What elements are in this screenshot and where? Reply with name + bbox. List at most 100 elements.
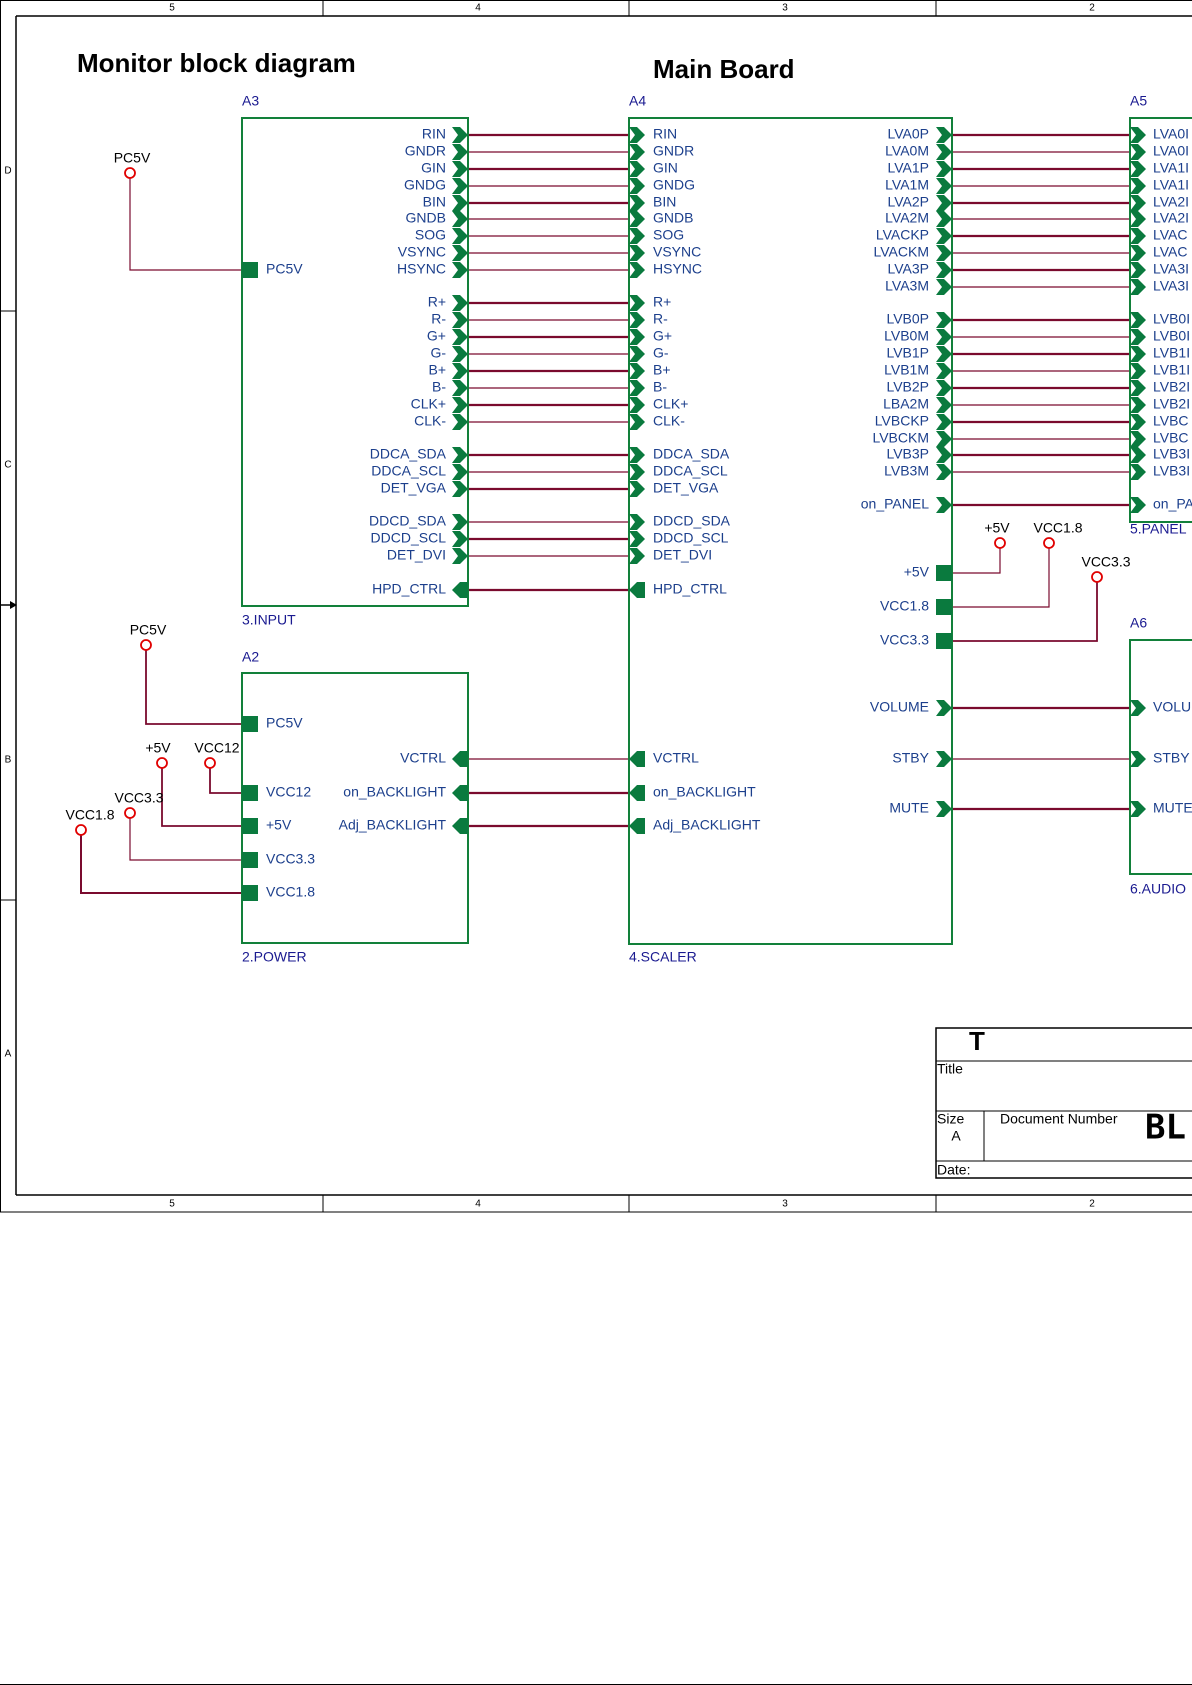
block-name-panel: 5.PANEL [1130, 521, 1187, 537]
pin-panel-LVB3M [1130, 464, 1146, 480]
pin-power-VCTRL [452, 751, 468, 767]
power-vcc12 [204, 757, 216, 769]
pin-label-scaler-left: G- [653, 345, 669, 361]
pin-label-scaler-left: HPD_CTRL [653, 581, 727, 597]
pin-scaler-VCC3.3 [936, 633, 952, 649]
pin-label-scaler-right: LVBCKM [872, 430, 929, 446]
pin-scaler-LVBCKM [936, 431, 952, 447]
pin-panel-on_PANEL [1130, 497, 1146, 513]
pin-label-scaler-right: MUTE [889, 800, 929, 816]
power-pc5v-power-label: PC5V [130, 622, 167, 638]
pin-label-input: DET_VGA [381, 480, 447, 496]
pin-label-input: GNDB [406, 210, 446, 226]
pin-scaler-LVB0M [936, 329, 952, 345]
pin-label-scaler-left: VSYNC [653, 244, 701, 260]
block-name-power: 2.POWER [242, 949, 307, 965]
pin-scaler-VSYNC [629, 245, 645, 261]
pin-label-input: DDCD_SCL [371, 530, 447, 546]
pin-panel-LVB1M [1130, 363, 1146, 379]
pin-label-scaler-left: B- [653, 379, 667, 395]
pin-label-input: R+ [428, 294, 446, 310]
pin-input-HPD_CTRL [452, 582, 468, 598]
pin-label-scaler-right: VCC3.3 [880, 632, 929, 648]
pin-input-CLK- [452, 414, 468, 430]
pin-label-input: SOG [415, 227, 446, 243]
pin-label-scaler-right: LVB2P [886, 379, 929, 395]
pin-label-scaler-left: CLK- [653, 413, 685, 429]
frame-col-label-top: 4 [475, 3, 481, 14]
pin-scaler-LVA1M [936, 178, 952, 194]
pin-label-scaler-right: LVB0M [884, 328, 929, 344]
title-block-date-label: Date: [937, 1162, 970, 1178]
frame-col-label-bottom: 5 [169, 1199, 175, 1210]
pin-input-SOG [452, 228, 468, 244]
frame-row-label: B [5, 755, 12, 766]
pin-panel-LVA1M [1130, 178, 1146, 194]
pin-input-DET_VGA [452, 481, 468, 497]
pin-label-panel: LVA2I [1153, 194, 1189, 210]
pin-scaler-SOG [629, 228, 645, 244]
pin-scaler-MUTE [936, 801, 952, 817]
power-p5v-b-label: +5V [984, 520, 1010, 536]
pin-label-scaler-left: BIN [653, 194, 676, 210]
pin-label-scaler-left: DDCA_SDA [653, 446, 730, 462]
pin-scaler-GNDG [629, 178, 645, 194]
pin-label-panel: LVB2I [1153, 396, 1190, 412]
drawing-frame [0, 0, 1192, 1213]
pin-panel-LVB3P [1130, 447, 1146, 463]
power-p5v-a-label: +5V [145, 740, 171, 756]
pin-label-scaler-right: VCC1.8 [880, 598, 929, 614]
pin-panel-LVACKP [1130, 228, 1146, 244]
pin-label-panel: LVB3I [1153, 446, 1190, 462]
pin-label-scaler-left: GIN [653, 160, 678, 176]
power-vcc18-b [1043, 537, 1055, 549]
pin-panel-LVA0P [1130, 127, 1146, 143]
pin-scaler-DET_VGA [629, 481, 645, 497]
pin-scaler-on_BACKLIGHT [629, 785, 645, 801]
pin-scaler-DDCA_SCL [629, 464, 645, 480]
pin-label-panel: LVA0I [1153, 126, 1189, 142]
pin-label-scaler-left: CLK+ [653, 396, 688, 412]
pin-input-GNDB [452, 211, 468, 227]
pin-label-panel: LVA1I [1153, 177, 1189, 193]
pin-scaler-+5V [936, 565, 952, 581]
pin-input-R+ [452, 295, 468, 311]
pin-panel-LVA2P [1130, 195, 1146, 211]
pin-label-panel: LVB0I [1153, 311, 1190, 327]
frame-center-arrow [10, 601, 17, 609]
pin-input-CLK+ [452, 397, 468, 413]
power-vcc33-b [1091, 571, 1103, 583]
frame-col-label-bottom: 2 [1089, 1199, 1095, 1210]
pin-scaler-VCTRL [629, 751, 645, 767]
pin-scaler-LVBCKP [936, 414, 952, 430]
pin-label-scaler-left: HSYNC [653, 261, 702, 277]
block-ref-input: A3 [242, 93, 259, 109]
pin-scaler-LVB2P [936, 380, 952, 396]
pin-panel-LVBCKP [1130, 414, 1146, 430]
pin-label-scaler-right: LVB3M [884, 463, 929, 479]
pin-label-scaler-right: LVB1M [884, 362, 929, 378]
pin-label-panel: LVB1I [1153, 362, 1190, 378]
pin-label-input: DET_DVI [387, 547, 446, 563]
pin-label-scaler-right: LVA3M [885, 278, 929, 294]
title-block-doc-value: BL( [1145, 1108, 1192, 1148]
pin-label-scaler-left: on_BACKLIGHT [653, 784, 756, 800]
pin-input-G- [452, 346, 468, 362]
pin-label-scaler-left: DDCD_SDA [653, 513, 731, 529]
pin-power-VCC3.3 [242, 852, 258, 868]
pin-scaler-on_PANEL [936, 497, 952, 513]
pin-label-input: CLK+ [411, 396, 446, 412]
pin-label-scaler-right: VOLUME [870, 699, 929, 715]
pin-scaler-LVB1P [936, 346, 952, 362]
wire-vcc33-scaler [952, 582, 1098, 642]
pin-label-scaler-right: LVA0P [887, 126, 929, 142]
pin-scaler-LVB3M [936, 464, 952, 480]
pin-scaler-LVACKM [936, 245, 952, 261]
pin-label-panel: LVAC [1153, 227, 1188, 243]
pin-scaler-B+ [629, 363, 645, 379]
pin-scaler-VOLUME [936, 700, 952, 716]
wire-p5v-scaler [952, 548, 1001, 574]
block-ref-audio: A6 [1130, 615, 1147, 631]
pin-scaler-GNDB [629, 211, 645, 227]
block-panel [1129, 117, 1192, 523]
